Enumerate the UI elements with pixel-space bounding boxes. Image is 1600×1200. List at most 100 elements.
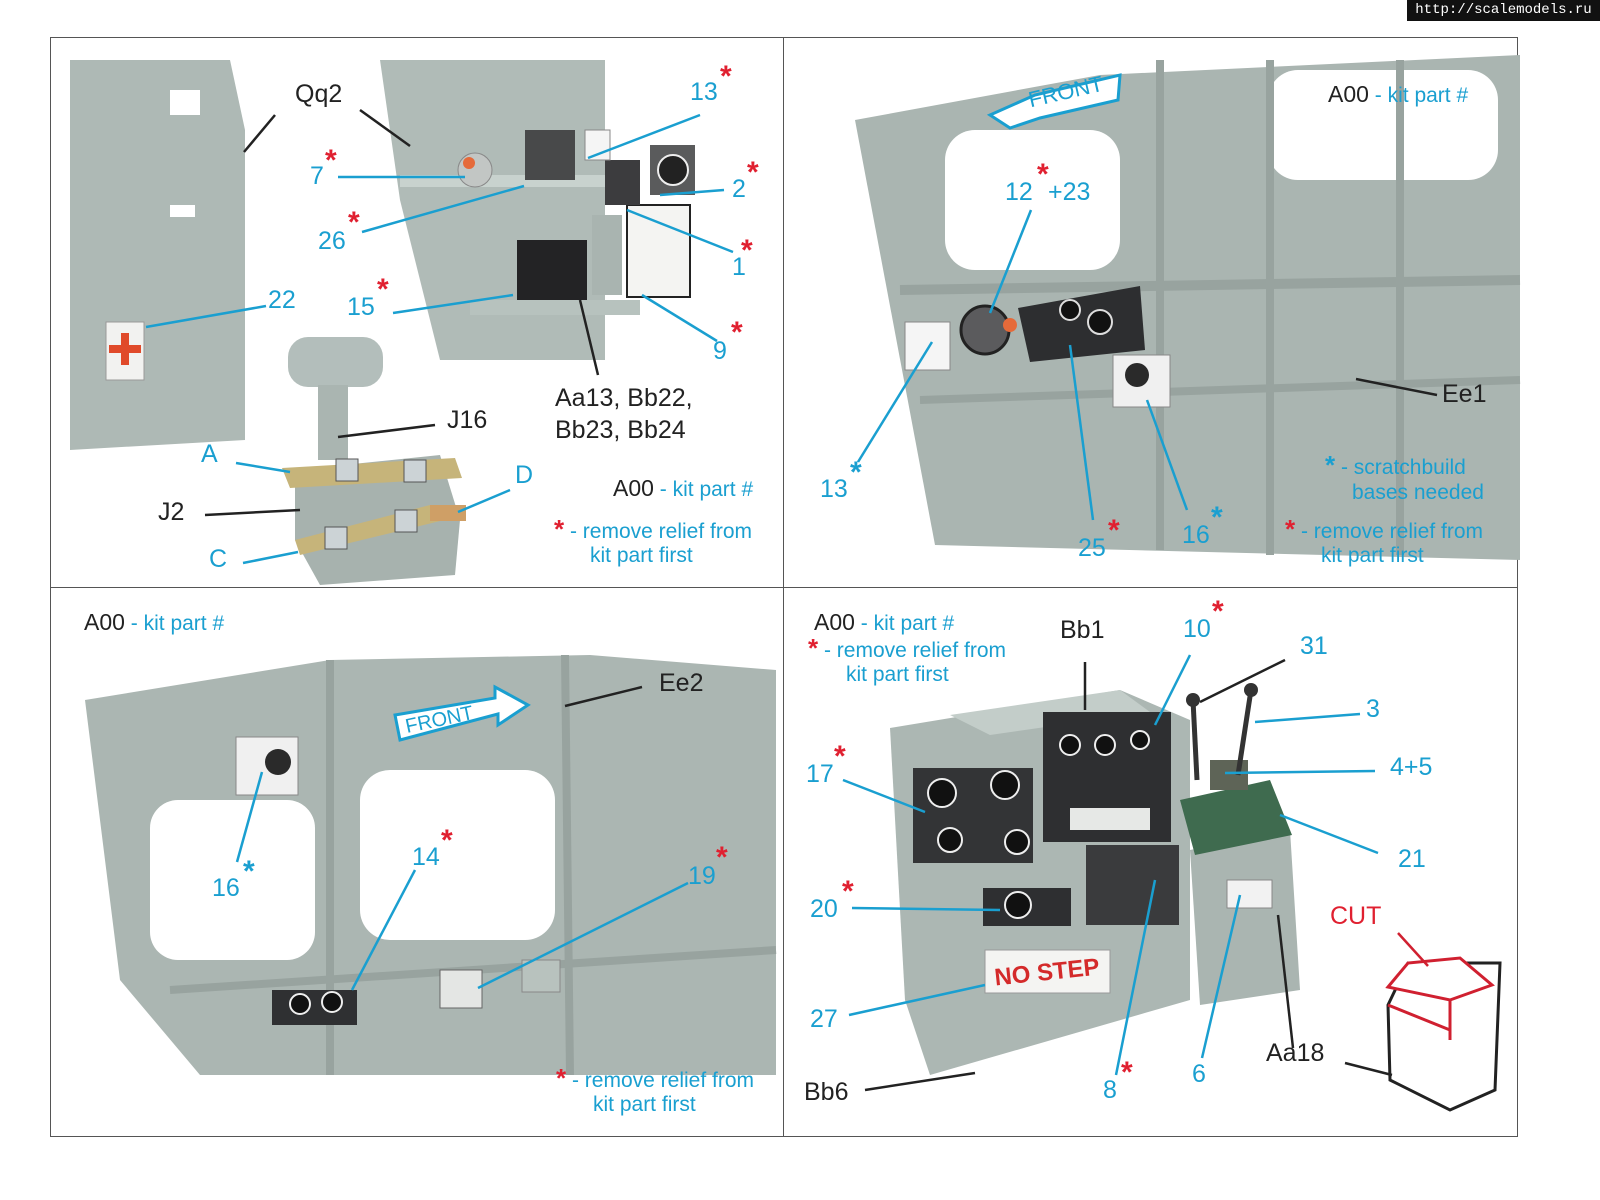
label-17: 17 bbox=[806, 760, 834, 788]
bulkhead-slot bbox=[170, 90, 200, 115]
leader-25 bbox=[1068, 344, 1095, 521]
control-dial bbox=[1125, 363, 1149, 387]
radio-box bbox=[592, 215, 622, 295]
legend-remove: * - remove relief from bbox=[808, 633, 1007, 663]
red-asterisk: * bbox=[834, 740, 846, 773]
panel1-illustration bbox=[70, 60, 695, 585]
data-plate bbox=[626, 204, 691, 298]
leader-17 bbox=[842, 778, 926, 814]
gauge-box bbox=[605, 160, 640, 205]
leader-19 bbox=[477, 881, 689, 990]
label-16: 16 bbox=[1182, 521, 1210, 549]
panel2-illustration bbox=[855, 55, 1521, 560]
leader-20 bbox=[851, 906, 1001, 912]
gauge bbox=[1087, 309, 1113, 335]
gauge bbox=[1059, 734, 1081, 756]
leader-qq2-right bbox=[359, 108, 411, 148]
blue-asterisk: * bbox=[850, 456, 862, 489]
label-2: 2 bbox=[732, 175, 746, 203]
lever-block-4-5 bbox=[1210, 760, 1248, 790]
leader-ee2 bbox=[564, 685, 643, 708]
no-step-decal bbox=[984, 949, 1111, 994]
legend-remove-line1: - remove relief from bbox=[1300, 520, 1484, 543]
gauge bbox=[1094, 734, 1116, 756]
legend-kit-desc: - kit part # bbox=[860, 612, 955, 635]
radio-box bbox=[525, 130, 575, 180]
leader-ee1 bbox=[1355, 377, 1438, 397]
label-26: 26 bbox=[318, 227, 346, 255]
legend-remove-line2: kit part first bbox=[590, 544, 693, 567]
leader-26 bbox=[361, 184, 525, 234]
legend-kit-desc: - kit part # bbox=[1374, 84, 1469, 107]
red-cross-icon bbox=[109, 333, 141, 365]
label-j2: J2 bbox=[158, 498, 185, 526]
legend-kit-part: A00 - kit part # bbox=[1328, 82, 1468, 108]
legend-kit-code: A00 bbox=[814, 609, 855, 635]
red-asterisk: * bbox=[741, 234, 753, 267]
shelf-under bbox=[470, 300, 640, 315]
leader-13 bbox=[587, 113, 701, 160]
panel1-leaders bbox=[145, 108, 734, 565]
seat-headrest bbox=[288, 337, 383, 387]
red-asterisk: * bbox=[377, 273, 389, 306]
leader-13b bbox=[856, 341, 934, 463]
keypad-8 bbox=[1086, 845, 1179, 925]
seat-post bbox=[318, 385, 348, 460]
leader-31 bbox=[1199, 658, 1286, 704]
red-asterisk: * bbox=[731, 316, 743, 349]
front-arrow-shape bbox=[393, 684, 531, 742]
legend-remove-line2: kit part first bbox=[1321, 544, 1424, 567]
legend-kit-code: A00 bbox=[84, 609, 125, 635]
label-aa18: Aa18 bbox=[1266, 1039, 1325, 1067]
belt-buckle bbox=[324, 526, 348, 550]
label-j16: J16 bbox=[447, 406, 488, 434]
instrument-panel bbox=[1018, 286, 1145, 362]
cut-box-top bbox=[1385, 956, 1495, 1002]
label-qq2: Qq2 bbox=[295, 80, 343, 108]
red-asterisk: * bbox=[554, 514, 565, 544]
legend-remove-line1: - remove relief from bbox=[571, 1069, 755, 1092]
belt-end-tab bbox=[430, 505, 466, 521]
red-asterisk: * bbox=[1108, 514, 1120, 547]
leader-qq2-left bbox=[243, 114, 276, 153]
leader-aa13 bbox=[578, 299, 600, 376]
label-d: D bbox=[515, 461, 534, 489]
wall-frame bbox=[561, 654, 574, 1076]
wall-window bbox=[1268, 70, 1498, 180]
leader-j16 bbox=[337, 423, 436, 439]
leader-d bbox=[457, 488, 511, 514]
leader-1 bbox=[626, 208, 734, 254]
red-asterisk: * bbox=[348, 206, 360, 239]
leader-2 bbox=[659, 188, 725, 197]
label-13b: 13 bbox=[820, 475, 848, 503]
gauge bbox=[321, 991, 343, 1013]
label-31: 31 bbox=[1300, 632, 1328, 660]
label-25: 25 bbox=[1078, 534, 1106, 562]
front-arrow-shape bbox=[986, 73, 1122, 130]
legend-remove-line1: - remove relief from bbox=[823, 639, 1007, 662]
control-dial bbox=[265, 749, 291, 775]
label-14: 14 bbox=[412, 843, 440, 871]
red-asterisk: * bbox=[808, 633, 819, 663]
leader-6 bbox=[1200, 894, 1242, 1059]
label-bb6: Bb6 bbox=[804, 1078, 849, 1106]
throttle-console-box bbox=[1190, 830, 1300, 1005]
label-bb1: Bb1 bbox=[1060, 616, 1105, 644]
label-c: C bbox=[209, 545, 228, 573]
legend-scratch-line1: - scratchbuild bbox=[1340, 456, 1466, 479]
leader-22 bbox=[145, 304, 267, 329]
legend-remove-line2: kit part first bbox=[846, 663, 949, 686]
label-1: 1 bbox=[732, 253, 746, 281]
left-bulkhead bbox=[70, 60, 245, 450]
label-15: 15 bbox=[347, 293, 375, 321]
regulator-knob bbox=[1003, 318, 1017, 332]
oxygen-valve bbox=[457, 152, 493, 188]
label-6: 6 bbox=[1192, 1060, 1206, 1088]
gauge bbox=[657, 154, 689, 186]
lever-knob bbox=[1186, 693, 1200, 707]
gauge bbox=[990, 770, 1020, 800]
legend-remove-line1: - remove relief from bbox=[569, 520, 753, 543]
leader-c bbox=[242, 550, 299, 565]
horizontal-divider bbox=[50, 587, 1518, 588]
lever-31 bbox=[1190, 699, 1200, 781]
